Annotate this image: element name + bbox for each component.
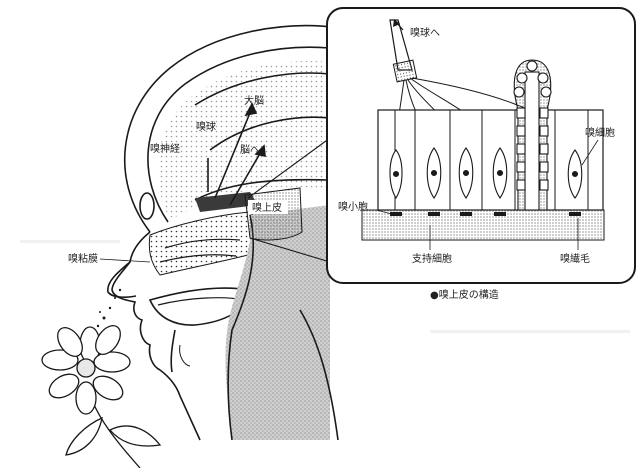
label-olfactory-epithelium: 嗅上皮 (252, 201, 282, 214)
label-olfactory-cilia: 嗅繊毛 (560, 252, 590, 265)
flower (42, 321, 160, 468)
label-cerebrum: 大脳 (244, 94, 264, 107)
nasal-cavity (149, 212, 259, 275)
label-nasal-mucosa: 嗅粘膜 (68, 252, 98, 265)
label-olfactory-cell: 嗅細胞 (585, 126, 615, 139)
label-to-brain: 脳へ (240, 144, 260, 156)
caption: ●嗅上皮の構造 (430, 288, 499, 301)
label-supporting-cell: 支持細胞 (412, 252, 452, 265)
flower-leaf-2 (66, 418, 102, 455)
epithelium-inset (327, 8, 635, 283)
leader-nasal (100, 259, 150, 262)
gland (514, 60, 551, 210)
flower-leaf (110, 426, 160, 446)
head-cross-section (108, 26, 340, 440)
flower-center (77, 359, 95, 377)
epithelium-layer (378, 110, 603, 210)
label-olfactory-nerve: 嗅神経 (150, 142, 180, 155)
label-olfactory-bulb: 嗅球 (196, 120, 216, 133)
label-olfactory-vesicle: 嗅小胞 (338, 200, 368, 213)
label-to-bulb: 嗅球へ (410, 26, 440, 39)
eye-socket (140, 193, 154, 219)
